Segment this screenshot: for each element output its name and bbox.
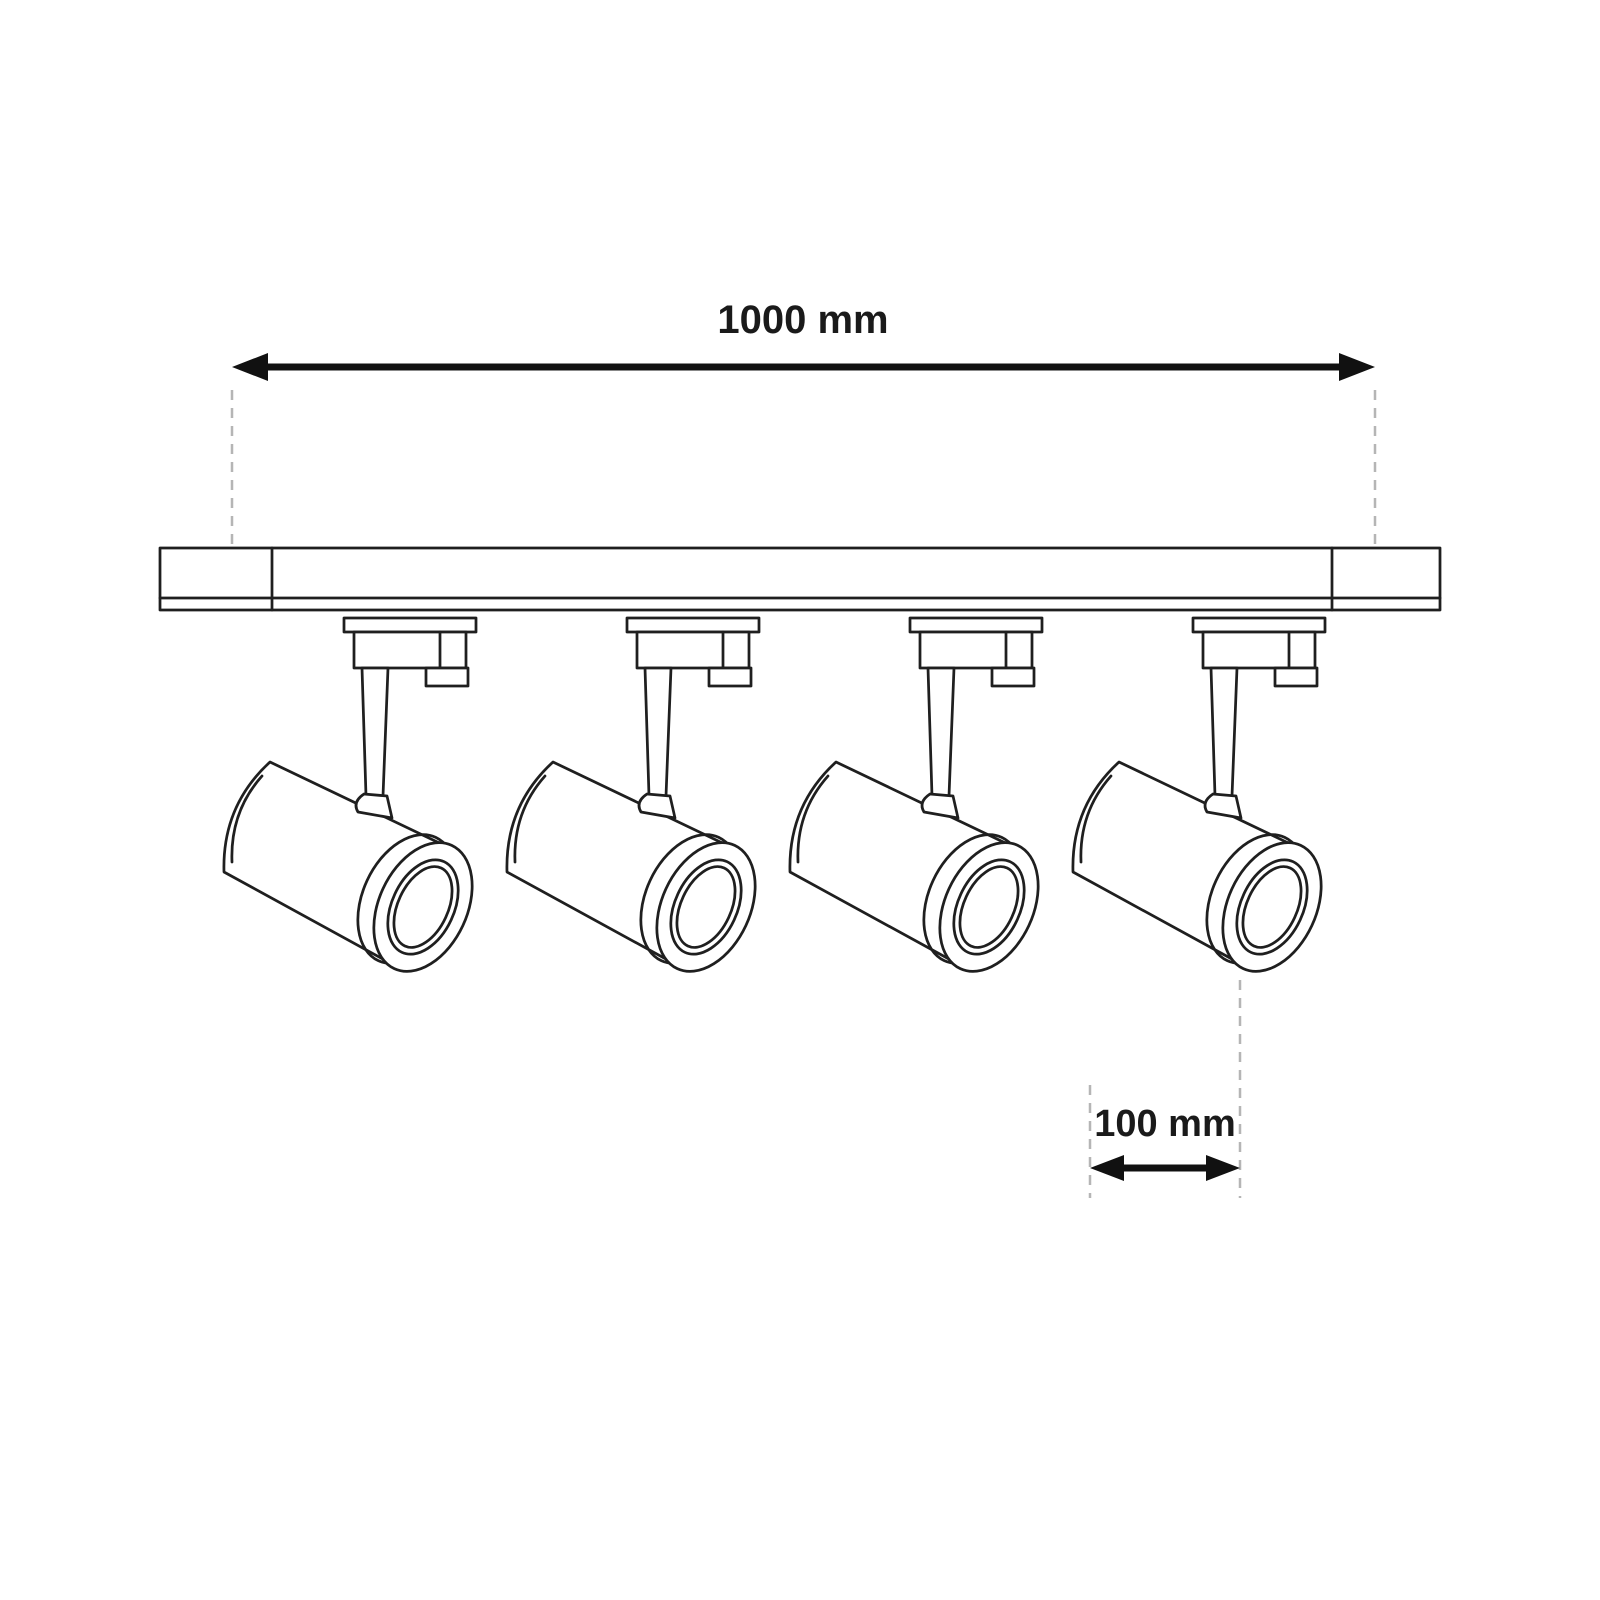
dimension-detail: 100 mm — [1088, 980, 1242, 1198]
spotlight-3 — [788, 616, 1059, 989]
arrowhead-detail-right-icon — [1206, 1155, 1240, 1181]
dimension-detail-label: 100 mm — [1094, 1103, 1236, 1145]
dimension-overall: 1000 mm — [230, 298, 1377, 545]
arrowhead-detail-left-icon — [1090, 1155, 1124, 1181]
spotlight-4 — [1071, 616, 1342, 989]
track-rail-body — [158, 546, 1442, 612]
arrowhead-right-icon — [1339, 353, 1375, 381]
dimension-overall-label: 1000 mm — [717, 298, 888, 342]
spotlight-1 — [222, 616, 493, 989]
spotlight-2 — [505, 616, 776, 989]
arrowhead-left-icon — [232, 353, 268, 381]
track-rail — [158, 546, 1442, 612]
